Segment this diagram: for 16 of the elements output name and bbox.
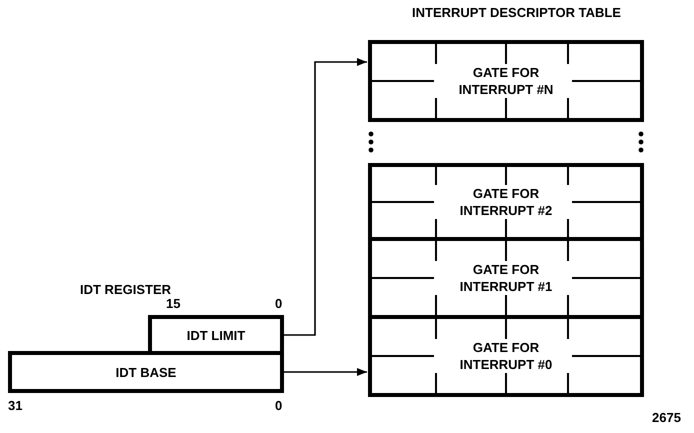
box-label: IDT BASE bbox=[114, 364, 178, 380]
table-title: INTERRUPT DESCRIPTOR TABLE bbox=[412, 6, 621, 19]
arrow bbox=[284, 58, 367, 336]
box-label: GATE FOR INTERRUPT #0 bbox=[458, 339, 554, 373]
arrow bbox=[284, 368, 367, 376]
box-label: IDT LIMIT bbox=[186, 326, 246, 344]
register-field-box bbox=[8, 351, 284, 393]
bit-number: 31 bbox=[8, 399, 22, 412]
box-label: GATE FOR INTERRUPT #2 bbox=[458, 185, 554, 219]
bit-number: 15 bbox=[166, 297, 180, 310]
register-label: IDT REGISTER bbox=[80, 283, 172, 296]
box-label: GATE FOR INTERRUPT #1 bbox=[458, 261, 554, 295]
box-label: GATE FOR INTERRUPT #N bbox=[458, 64, 554, 98]
figure-number: 2675 bbox=[652, 411, 681, 424]
bit-number: 0 bbox=[275, 399, 282, 412]
bit-number: 0 bbox=[275, 297, 282, 310]
